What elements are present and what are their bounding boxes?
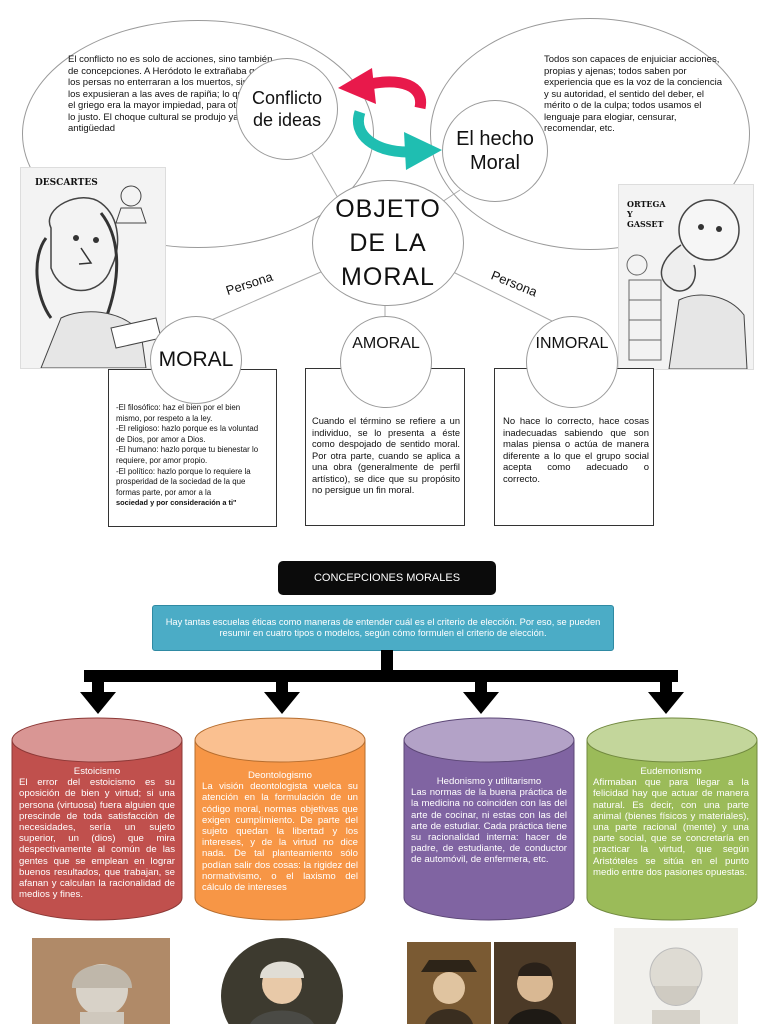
moral-items: -El filosófico: haz el bien por el bien … <box>116 403 266 509</box>
concepciones-title-box: CONCEPCIONES MORALES <box>278 561 496 595</box>
descartes-drawing <box>21 168 165 368</box>
ortega-caricature: ORTEGA Y GASSET <box>618 184 754 370</box>
marcus-aurelius-portrait <box>32 938 170 1024</box>
school-title-eudemonismo: Eudemonismo <box>593 766 749 777</box>
kant-oval-icon <box>220 936 344 1024</box>
school-title-deontologismo: Deontologismo <box>202 770 358 781</box>
school-text-eudemonismo: Afirmaban que para llegar a la felicidad… <box>593 777 749 878</box>
concepciones-title: CONCEPCIONES MORALES <box>314 572 460 584</box>
inmoral-circle: INMORAL <box>526 316 618 408</box>
school-hedonismo: Hedonismo y utilitarismo Las normas de l… <box>411 776 567 866</box>
amoral-title: AMORAL <box>352 335 420 353</box>
descartes-caricature: DESCARTES <box>20 167 166 369</box>
hecho-circle: El hecho Moral <box>442 100 548 202</box>
moral-item-2: -El religioso: hazlo porque es la volunt… <box>116 424 266 445</box>
moral-title: MORAL <box>159 348 234 372</box>
bentham-portrait <box>407 942 491 1024</box>
objeto-circle: OBJETO DE LA MORAL <box>312 180 464 306</box>
objeto-label: OBJETO DE LA MORAL <box>328 192 448 294</box>
amoral-circle: AMORAL <box>340 316 432 408</box>
conflicto-circle: Conflicto de ideas <box>236 58 338 160</box>
school-text-hedonismo: Las normas de la buena práctica de la me… <box>411 787 567 865</box>
inmoral-title: INMORAL <box>536 335 609 353</box>
school-text-estoicismo: El error del estoicismo es su oposición … <box>19 777 175 900</box>
school-title-hedonismo: Hedonismo y utilitarismo <box>411 776 567 787</box>
mill-portrait <box>494 942 576 1024</box>
mill-icon <box>494 942 576 1024</box>
moral-item-tail: sociedad y por consideración a ti" <box>116 498 266 509</box>
descartes-label: DESCARTES <box>35 178 98 188</box>
moral-item-3: -El humano: hazlo porque tu bienestar lo… <box>116 445 266 466</box>
amoral-text: Cuando el término se refiere a un indivi… <box>312 416 460 497</box>
school-eudemonismo: Eudemonismo Afirmaban que para llegar a … <box>593 766 749 878</box>
school-title-estoicismo: Estoicismo <box>19 766 175 777</box>
school-text-deontologismo: La visión deontologista vuelca su atenci… <box>202 781 358 893</box>
aristotle-bust-icon <box>614 928 738 1024</box>
hecho-label: El hecho Moral <box>447 127 543 175</box>
bentham-icon <box>407 942 491 1024</box>
school-deontologismo: Deontologismo La visión deontologista vu… <box>202 770 358 893</box>
concepciones-intro: Hay tantas escuelas éticas como maneras … <box>161 617 605 640</box>
aristotle-portrait <box>614 928 738 1024</box>
school-estoicismo: Estoicismo El error del estoicismo es su… <box>19 766 175 900</box>
concepciones-intro-box: Hay tantas escuelas éticas como maneras … <box>152 605 614 651</box>
moral-circle: MORAL <box>150 316 242 404</box>
kant-portrait <box>220 936 344 1024</box>
marcus-bust-icon <box>32 938 170 1024</box>
moral-item-1: -El filosófico: haz el bien por el bien … <box>116 403 266 424</box>
moral-item-4: -El político: hazlo porque lo requiere l… <box>116 467 266 499</box>
inmoral-text: No hace lo correcto, hace cosas inadecua… <box>503 416 649 485</box>
ortega-label: ORTEGA Y GASSET <box>627 199 663 229</box>
conflicto-label: Conflicto de ideas <box>245 87 329 131</box>
